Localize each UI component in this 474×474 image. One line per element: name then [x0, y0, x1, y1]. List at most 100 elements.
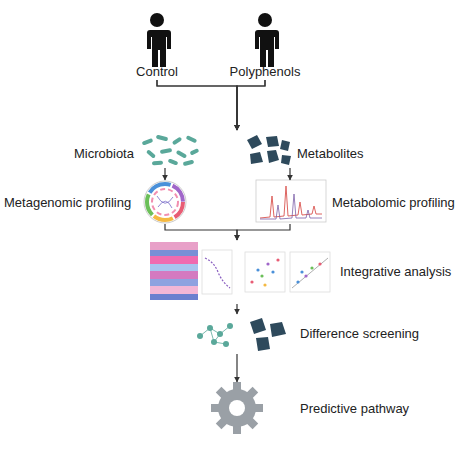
network-dot	[217, 331, 223, 337]
plot-ring	[147, 184, 183, 220]
scatter-dot	[300, 270, 303, 273]
bacterium	[183, 160, 195, 167]
metabolite-blob	[250, 318, 266, 334]
scatter-dot	[318, 262, 321, 265]
metabolite-blob	[281, 155, 291, 165]
bacterium	[156, 135, 169, 142]
node-label: Integrative analysis	[340, 264, 451, 279]
flow-arrow	[165, 224, 237, 240]
bacterium	[160, 148, 173, 154]
scatter-dot	[256, 268, 259, 271]
bacterium	[176, 150, 188, 159]
diagram-node: Control	[125, 8, 189, 80]
flow-arrow	[237, 80, 265, 130]
scatter-dot	[310, 266, 313, 269]
bacterium	[172, 136, 182, 145]
circular-plot	[144, 181, 186, 223]
node-label: Polyphenols	[230, 64, 301, 79]
person-icon	[146, 13, 171, 67]
plot-frame	[202, 250, 232, 294]
bacteria-illustration	[142, 135, 200, 167]
plot-ring	[147, 184, 183, 220]
spectrum-line	[260, 186, 322, 218]
flow-arrow	[289, 168, 290, 180]
node-label: Predictive pathway	[300, 401, 409, 416]
spectrum-plot	[256, 180, 326, 222]
plot-ring	[152, 189, 178, 215]
flow-arrow	[237, 224, 290, 240]
scatter-dot	[276, 258, 279, 261]
plot-ring	[147, 184, 183, 220]
gear-hole	[229, 400, 245, 416]
person-body	[254, 30, 279, 67]
metabolite-blob	[256, 337, 270, 351]
plot-curve	[205, 258, 230, 288]
flow-arrow	[164, 168, 165, 180]
plot-ring	[147, 184, 183, 220]
heatmap-band	[150, 242, 198, 250]
plot-ring	[147, 184, 183, 220]
spectrum-line	[260, 194, 322, 219]
diagram-node: Metabolomic profiling	[252, 180, 472, 224]
diagram-node: Metagenomic profiling	[2, 180, 192, 224]
metabolite-blob	[270, 322, 286, 337]
person-head	[150, 13, 164, 27]
node-label: Metabolites	[297, 146, 363, 161]
bacterium	[168, 158, 179, 165]
bacterium	[152, 160, 163, 165]
scatter-plot	[290, 252, 330, 292]
node-label: Control	[136, 64, 178, 79]
node-label: Metagenomic profiling	[4, 195, 131, 210]
network-dot	[207, 325, 213, 331]
person-body	[146, 30, 171, 67]
node-label: Metabolomic profiling	[332, 195, 455, 210]
node-label: Difference screening	[300, 326, 419, 341]
plot-ring	[144, 181, 186, 223]
scatter-dot	[296, 280, 299, 283]
heatmap-band	[150, 294, 198, 300]
heatmap-band	[150, 271, 198, 279]
plot-frame	[290, 252, 330, 292]
diagram-node: Metabolites	[237, 130, 365, 168]
heatmap	[150, 242, 198, 300]
gear-body	[218, 389, 256, 427]
metabolite-illustration	[250, 318, 286, 351]
flow-arrow	[237, 80, 265, 130]
person-head	[258, 13, 272, 27]
scatter-dot	[250, 280, 253, 283]
bacterium	[146, 149, 156, 158]
plot-frame	[245, 252, 285, 292]
heatmap-band	[150, 250, 198, 256]
diagram-node: Predictive pathway	[210, 382, 470, 436]
diagram-node: Microbiota	[70, 130, 237, 168]
flow-arrow	[236, 304, 237, 314]
line-plot	[202, 250, 232, 294]
plot-links	[157, 196, 173, 208]
network-dot	[223, 341, 229, 347]
person-icon	[254, 13, 279, 67]
metabolite-blob	[250, 152, 263, 164]
network-dot	[197, 333, 203, 339]
trend-line	[292, 258, 328, 288]
flow-arrow	[157, 80, 237, 130]
heatmap-band	[150, 264, 198, 271]
scatter-dot	[271, 270, 274, 273]
diagram-node: Integrative analysis	[145, 240, 463, 304]
heatmap-band	[150, 286, 198, 294]
network-dot	[211, 339, 217, 345]
gear-icon	[211, 382, 263, 434]
diagram-node: Polyphenols	[225, 8, 305, 80]
bacterium	[190, 148, 200, 155]
flow-arrow	[236, 354, 237, 382]
metabolite-blob	[247, 135, 262, 149]
metabolite-blob	[266, 136, 279, 147]
scatter-dot	[266, 262, 269, 265]
scatter-dot	[260, 274, 263, 277]
diagram-node: Difference screening	[195, 314, 465, 354]
scatter-plot	[245, 252, 285, 292]
scatter-dot	[263, 283, 266, 286]
flow-arrow	[157, 80, 237, 130]
metabolite-blob	[280, 140, 290, 151]
plot-frame	[256, 180, 326, 222]
